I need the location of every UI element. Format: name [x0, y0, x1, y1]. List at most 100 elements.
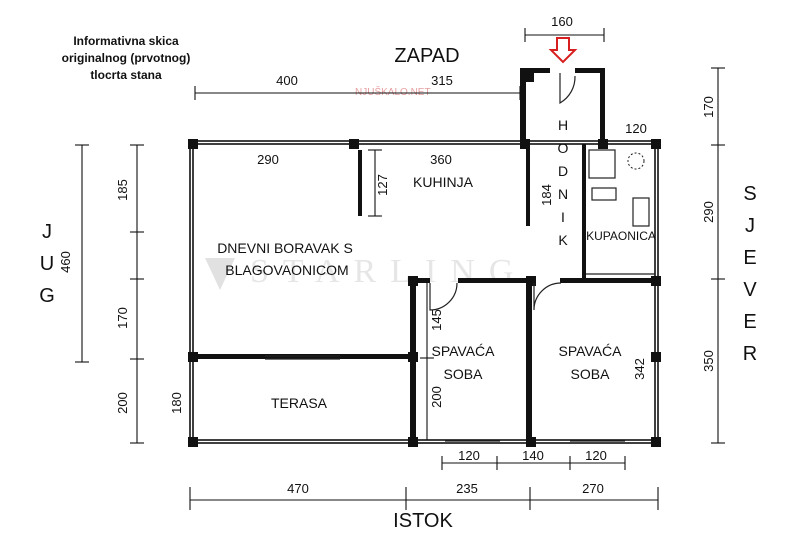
living-room-label: DNEVNI BORAVAK S [217, 240, 353, 256]
direction-south-letter: J [42, 221, 52, 243]
dim-label-left-upper: 185 [115, 179, 130, 201]
corridor-label-letter: H [558, 117, 568, 133]
dim-label-bedroom1-upper: 145 [429, 309, 444, 331]
bedroom1-top-wall [410, 278, 430, 283]
bathroom-label: KUPAONICA [586, 229, 656, 243]
kitchen-label: KUHINJA [413, 174, 474, 190]
column [526, 276, 536, 286]
direction-north-letter: E [743, 311, 756, 333]
door-bedroom2 [533, 282, 562, 311]
dim-label-terrace-depth: 180 [169, 392, 184, 414]
dim-label-right-middle: 290 [701, 201, 716, 223]
column [349, 139, 359, 149]
sink-icon [588, 149, 616, 179]
dim-label-top-left: 400 [276, 73, 298, 88]
bedroom2-label: SOBA [571, 366, 611, 382]
column [651, 139, 661, 149]
dim-label-left-middle: 170 [115, 307, 130, 329]
dim-label-window2: 120 [585, 448, 607, 463]
dim-label-bottom-right: 270 [582, 481, 604, 496]
column [651, 437, 661, 447]
note-line-3: tlocrta stana [90, 68, 162, 82]
watermark-main: STARLING [250, 253, 527, 290]
corridor-label-letter: O [558, 140, 569, 156]
direction-north-letter: E [743, 247, 756, 269]
dim-label-right-lower: 350 [701, 350, 716, 372]
corridor-wall-right [600, 68, 605, 148]
dim-label-left-total: 460 [58, 251, 73, 273]
windows [189, 210, 625, 442]
bedroom1-top-wall [458, 278, 532, 283]
dim-label-living-width: 290 [257, 152, 279, 167]
door-swing-icon [429, 73, 576, 311]
dim-label-top-right: 315 [431, 73, 453, 88]
direction-south-letter: U [40, 253, 54, 275]
dim-label-bath-width: 120 [625, 121, 647, 136]
corridor-jog [520, 72, 534, 82]
direction-west: ZAPAD [394, 45, 459, 67]
direction-south-letter: G [39, 285, 55, 307]
dim-label-window1: 120 [458, 448, 480, 463]
toilet-icon [591, 187, 617, 201]
corridor-wall-top [520, 68, 550, 73]
dim-label-bottom-middle: 235 [456, 481, 478, 496]
direction-north-letter: V [743, 279, 757, 301]
bathroom-wall [582, 144, 586, 280]
dim-label-bottom-left: 470 [287, 481, 309, 496]
column [188, 437, 198, 447]
outer-wall-inner [192, 143, 656, 441]
bedroom2-top-wall [560, 278, 658, 283]
bedroom-divider-wall [526, 280, 532, 443]
dim-label-corridor-length: 184 [539, 184, 554, 206]
door-entry [559, 73, 576, 105]
watermark-logo-icon [205, 258, 235, 290]
column [651, 352, 661, 362]
column [188, 139, 198, 149]
column [408, 276, 418, 286]
dimension-lines [75, 28, 725, 510]
dim-label-bedroom2-depth: 342 [632, 358, 647, 380]
corridor-label-letter: D [558, 163, 568, 179]
corridor-wall-top [575, 68, 605, 73]
corridor-wall-left [520, 68, 526, 148]
living-room-label: BLAGOVAONICOM [225, 262, 348, 278]
bedroom1-label: SOBA [444, 366, 484, 382]
direction-north-letter: J [745, 215, 755, 237]
corridor-label-letter: N [558, 186, 568, 202]
bedroom1-label: SPAVAĆA [431, 343, 495, 359]
door-bedroom1 [429, 282, 458, 311]
dim-label-kitchen-width: 360 [430, 152, 452, 167]
dim-label-left-lower: 200 [115, 392, 130, 414]
note-line-1: Informativna skica [73, 34, 179, 48]
entry-arrow-icon [548, 37, 578, 64]
dim-label-right-top: 170 [701, 96, 716, 118]
column [526, 437, 536, 447]
bath-fixture [632, 197, 650, 227]
direction-east: ISTOK [393, 510, 453, 532]
dim-label-kitchen-depth: 127 [375, 174, 390, 196]
column [651, 276, 661, 286]
column [598, 139, 608, 149]
kitchen-partition [526, 148, 530, 226]
terrace-label: TERASA [271, 395, 328, 411]
direction-north-letter: S [743, 183, 756, 205]
column [520, 139, 530, 149]
column [408, 352, 418, 362]
note-line-2: originalnog (prvotnog) [62, 51, 191, 65]
column [408, 437, 418, 447]
shower-icon [627, 152, 645, 170]
corridor-label-letter: K [558, 232, 568, 248]
bedroom2-label: SPAVAĆA [558, 343, 622, 359]
dim-label-top-entry: 160 [551, 14, 573, 29]
kitchen-counter [358, 150, 362, 216]
column [188, 352, 198, 362]
outer-wall [189, 140, 659, 444]
watermark-small: NJUŠKALO.NET [355, 85, 431, 98]
dim-label-window-gap: 140 [522, 448, 544, 463]
direction-north-letter: R [743, 343, 757, 365]
dim-label-bedroom1-lower: 200 [429, 386, 444, 408]
bathroom-fixtures [588, 149, 650, 227]
corridor-label-letter: I [561, 209, 565, 225]
